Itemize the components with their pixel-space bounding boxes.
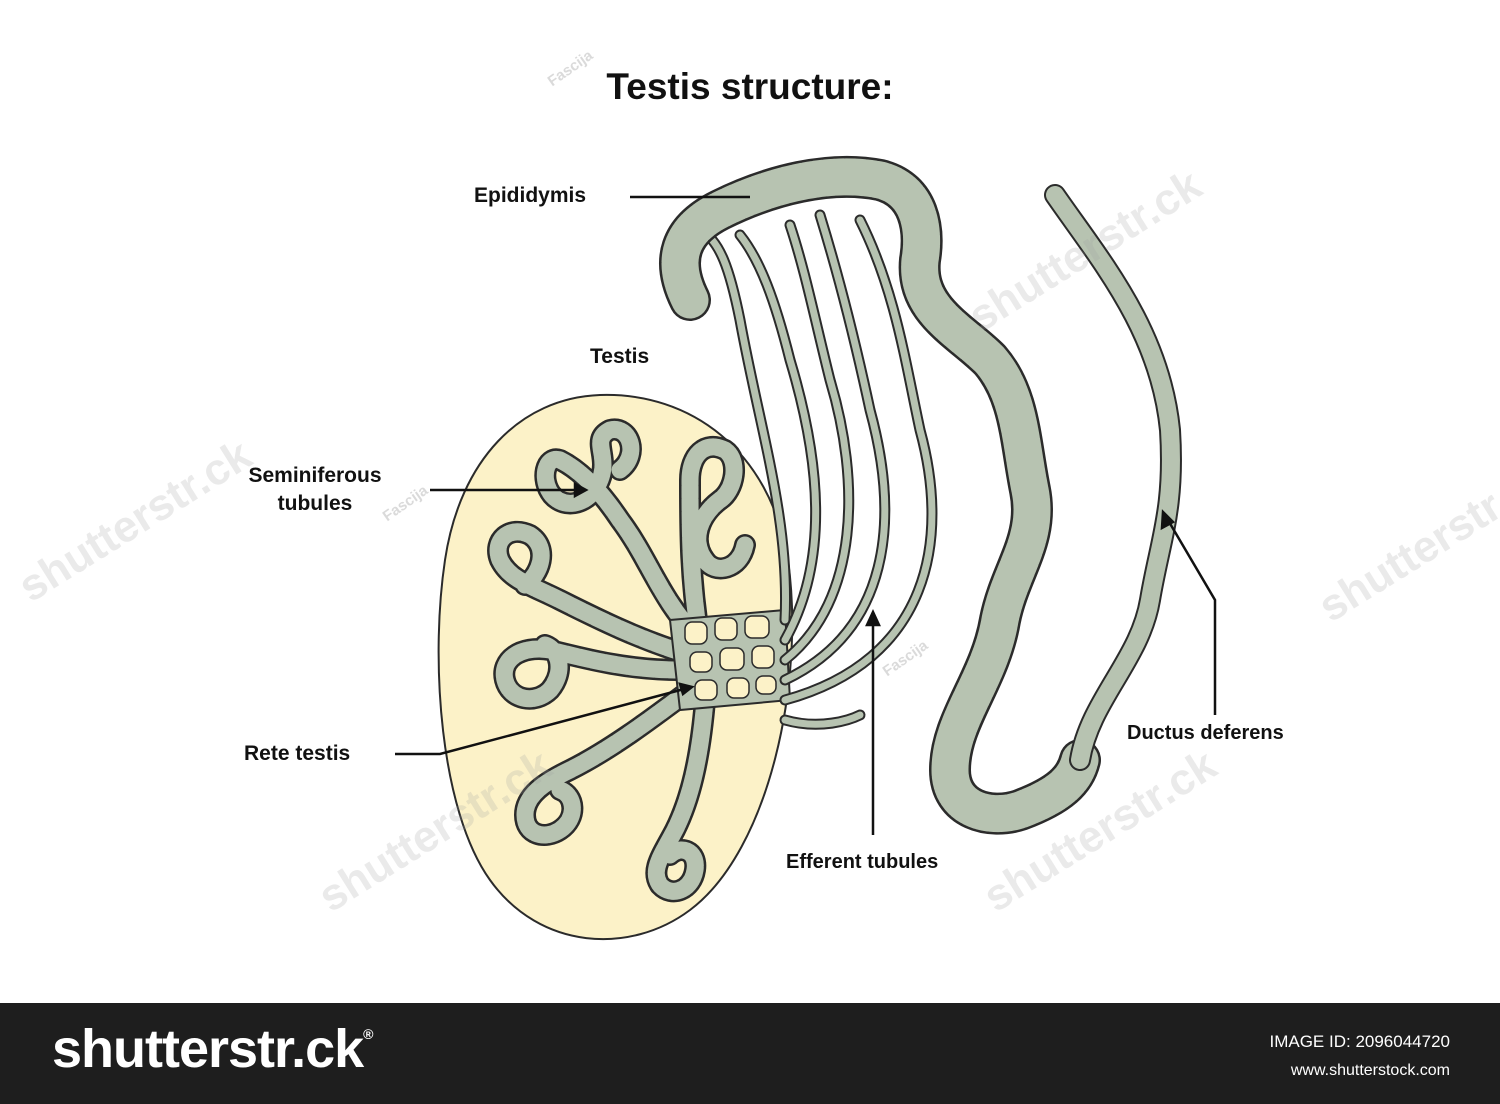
label-ductus-deferens: Ductus deferens — [1127, 722, 1284, 744]
label-efferent-tubules: Efferent tubules — [786, 851, 939, 873]
site-url[interactable]: www.shutterstock.com — [1290, 1062, 1450, 1079]
brand-logo: shutterstr.ck® — [52, 1019, 374, 1079]
efferent-tubules — [694, 209, 938, 730]
ductus-deferens — [1044, 184, 1182, 771]
footer-bar — [0, 1003, 1500, 1104]
seminiferous-tubules — [487, 418, 756, 903]
ductus-leader — [1163, 514, 1217, 715]
label-epididymis: Epididymis — [474, 184, 587, 207]
rete-testis-network — [668, 608, 792, 712]
label-seminiferous-line2: tubules — [277, 492, 353, 515]
label-seminiferous-tubules: Seminiferous tubules — [230, 462, 400, 518]
leader-lines — [395, 195, 1217, 835]
diagram-title: Testis structure: — [606, 66, 894, 107]
rete-testis-leader — [395, 686, 689, 756]
label-testis: Testis — [590, 345, 650, 368]
testis-diagram — [395, 155, 1217, 941]
image-id: IMAGE ID: 2096044720 — [1269, 1032, 1450, 1051]
label-rete-testis: Rete testis — [244, 742, 351, 765]
label-seminiferous-line1: Seminiferous — [248, 464, 382, 487]
epididymis — [659, 155, 1101, 835]
